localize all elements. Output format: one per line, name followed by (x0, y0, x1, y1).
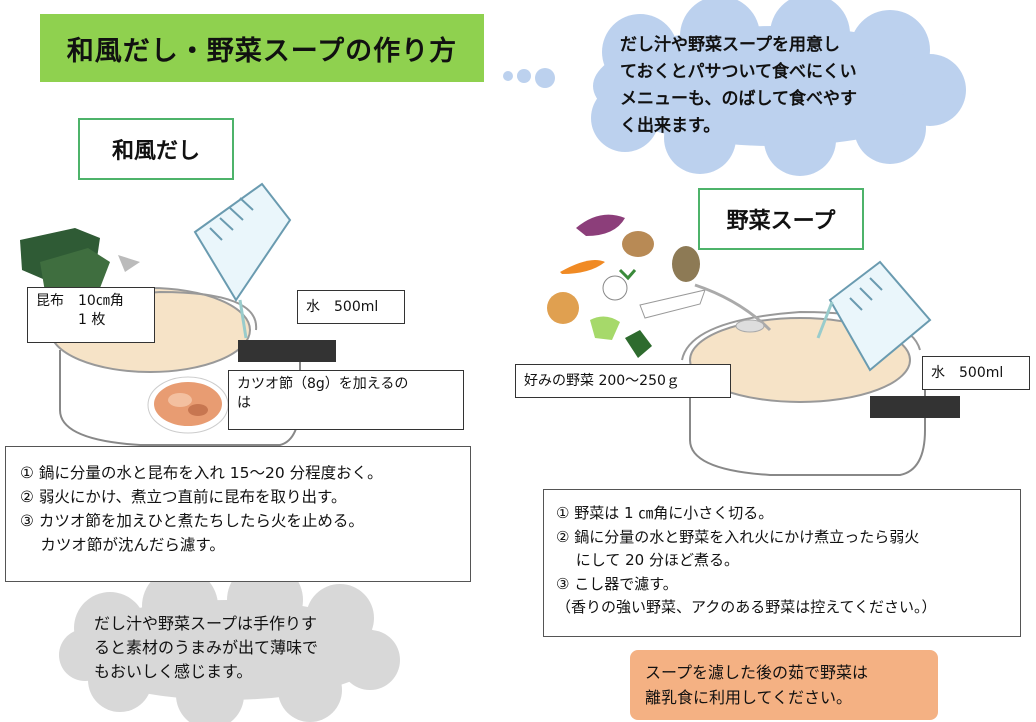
dashi-heading: 和風だし (78, 118, 234, 180)
kombu-label: 昆布 10㎝角 1 枚 (27, 287, 155, 343)
soup-water-label: 水 500ml (922, 356, 1030, 390)
intro-note-line: ておくとパサついて食べにくい (620, 62, 857, 82)
soup-steps: ① 野菜は 1 ㎝角に小さく切る。 ② 鍋に分量の水と野菜を入れ火にかけ煮立った… (543, 489, 1021, 637)
dashi-note: だし汁や野菜スープは手作りす ると素材のうまみが出て薄味で もおいしく感じます。 (94, 612, 318, 684)
intro-note-line: く出来ます。 (620, 116, 721, 136)
soup-step: にして 20 分ほど煮る。 (556, 551, 739, 569)
dashi-note-line: ると素材のうまみが出て薄味で (94, 638, 319, 657)
soup-step: ① 野菜は 1 ㎝角に小さく切る。 (556, 504, 774, 522)
katsuo-label-line: カツオ節（8g）を加えるの (237, 376, 409, 392)
intro-note-line: だし汁や野菜スープを用意し (620, 35, 840, 55)
katsuo-label-line: は (237, 395, 251, 411)
soup-note-line: スープを濾した後の茹で野菜は (645, 663, 869, 682)
kombu-label-line: 1 枚 (36, 312, 106, 328)
dashi-step: ③ カツオ節を加えひと煮たちしたら火を止める。 (20, 512, 364, 530)
soup-note-line: 離乳食に利用してください。 (645, 688, 853, 707)
pot-handle-icon (870, 396, 960, 418)
soup-heading: 野菜スープ (698, 188, 864, 250)
dashi-water-label: 水 500ml (297, 290, 405, 324)
dashi-step: ② 弱火にかけ、煮立つ直前に昆布を取り出す。 (20, 488, 347, 506)
measuring-cup-icon (193, 182, 292, 339)
katsuobushi-icon (147, 376, 229, 434)
soup-step: （香りの強い野菜、アクのある野菜は控えてください。） (556, 598, 937, 616)
kombu-icon (20, 228, 140, 292)
measuring-cup-icon (816, 260, 932, 372)
dashi-step: ① 鍋に分量の水と昆布を入れ 15～20 分程度おく。 (20, 464, 383, 482)
vegetables-icon (547, 214, 772, 358)
soup-step: ③ こし器で濾す。 (556, 574, 678, 593)
intro-note-line: メニューも、のばして食べやす (620, 89, 857, 109)
page-title: 和風だし・野菜スープの作り方 (40, 14, 484, 82)
orange-note-bg (630, 650, 938, 720)
kombu-label-line: 昆布 10㎝角 (36, 293, 124, 309)
soup-step: ② 鍋に分量の水と野菜を入れ火にかけ煮立ったら弱火 (556, 527, 920, 546)
gray-cloud (59, 562, 400, 722)
soup-note: スープを濾した後の茹で野菜は 離乳食に利用してください。 (645, 660, 868, 710)
veg-label: 好みの野菜 200～250ｇ (515, 364, 731, 398)
dashi-note-line: だし汁や野菜スープは手作りす (94, 614, 318, 633)
intro-note: だし汁や野菜スープを用意し ておくとパサついて食べにくい メニューも、のばして食… (620, 32, 857, 140)
dashi-step: カツオ節が沈んだら濾す。 (20, 536, 225, 554)
blue-thought-cloud (503, 0, 966, 176)
katsuo-label: カツオ節（8g）を加えるの は (228, 370, 464, 430)
dashi-steps: ① 鍋に分量の水と昆布を入れ 15～20 分程度おく。 ② 弱火にかけ、煮立つ直… (5, 446, 471, 582)
pot-handle-icon (238, 340, 336, 362)
dashi-note-line: もおいしく感じます。 (94, 662, 253, 681)
